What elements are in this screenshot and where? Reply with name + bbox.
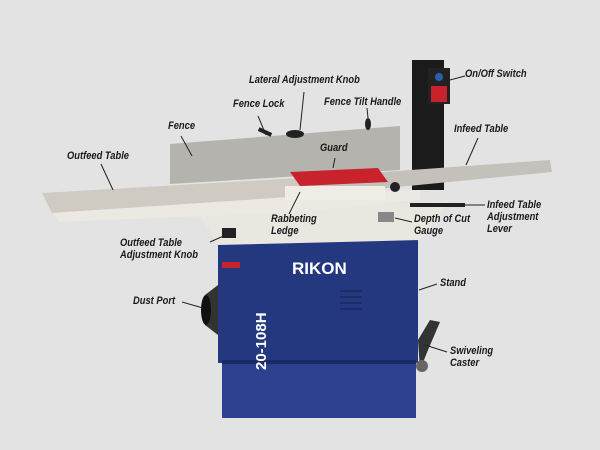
infeed-table-adjustment-lever[interactable] <box>410 203 465 207</box>
label-stand: Stand <box>440 277 466 289</box>
outfeed-table <box>42 178 305 213</box>
label-rabbeting-ledge: Rabbeting Ledge <box>271 213 317 237</box>
fence <box>170 126 400 184</box>
vent-slots <box>340 290 362 310</box>
label-depth-of-cut-gauge: Depth of Cut Gauge <box>414 213 470 237</box>
label-line: Ledge <box>271 225 299 237</box>
label-guard: Guard <box>320 142 348 154</box>
label-on-off-switch: On/Off Switch <box>465 68 527 80</box>
stand-base <box>222 360 416 418</box>
guard <box>290 168 388 186</box>
label-line: Outfeed Table <box>120 237 182 249</box>
label-lateral-adjustment-knob: Lateral Adjustment Knob <box>249 74 360 86</box>
label-dust-port: Dust Port <box>133 295 176 307</box>
label-infeed-table-adjustment-lever: Infeed Table Adjustment Lever <box>487 199 541 235</box>
brand-logo: RIKON <box>292 259 347 278</box>
label-fence: Fence <box>168 120 196 132</box>
label-line: Adjustment Knob <box>120 249 198 261</box>
label-line: Gauge <box>414 225 444 237</box>
label-outfeed-table-adjustment-knob: Outfeed Table Adjustment Knob <box>120 237 198 261</box>
outfeed-table-adjustment-knob[interactable] <box>222 228 236 238</box>
label-line: Caster <box>450 357 480 369</box>
label-line: Depth of Cut <box>414 213 471 225</box>
lateral-adjustment-knob[interactable] <box>286 130 304 138</box>
fence-tilt-handle[interactable] <box>365 118 371 130</box>
swiveling-caster <box>418 320 440 370</box>
rabbeting-ledge <box>285 186 385 200</box>
label-line: Swiveling <box>450 345 494 357</box>
depth-of-cut-gauge <box>378 212 394 222</box>
knob[interactable] <box>390 182 400 192</box>
label-fence-tilt-handle: Fence Tilt Handle <box>324 96 402 108</box>
label-line: Adjustment <box>487 211 539 223</box>
badge <box>222 262 240 268</box>
label-infeed-table: Infeed Table <box>454 123 509 135</box>
label-line: Lever <box>487 223 512 235</box>
label-line: Rabbeting <box>271 213 317 225</box>
model-number: 20-108H <box>253 312 270 370</box>
label-fence-lock: Fence Lock <box>233 98 285 110</box>
label-swiveling-caster: Swiveling Caster <box>450 345 493 369</box>
stand <box>218 238 418 363</box>
leader-lines <box>100 75 485 353</box>
label-line: Infeed Table <box>487 199 542 211</box>
label-outfeed-table: Outfeed Table <box>67 150 129 162</box>
